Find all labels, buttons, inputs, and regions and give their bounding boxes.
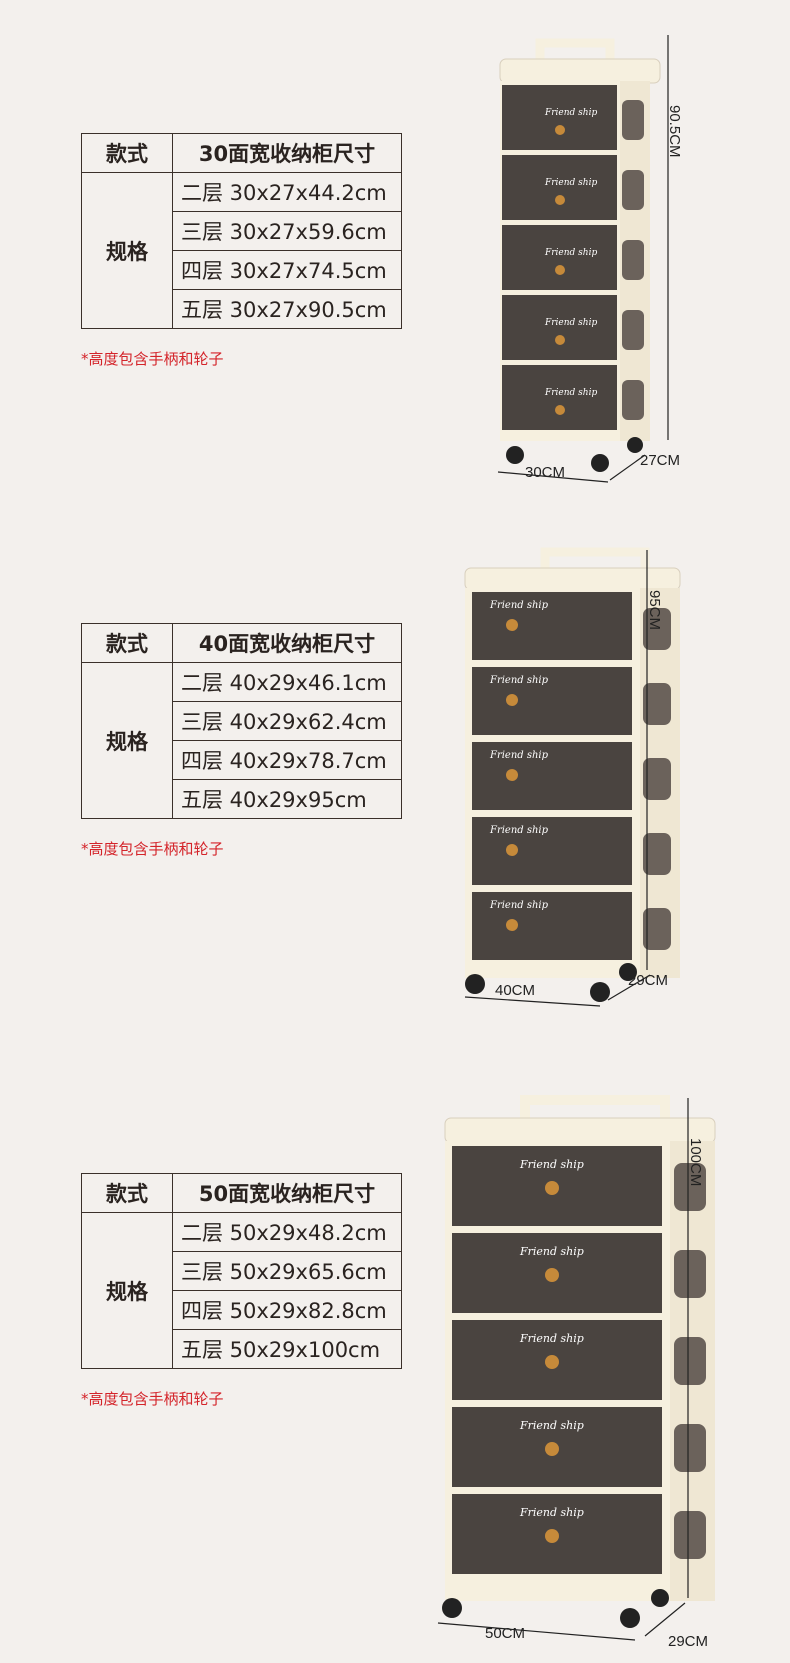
height-dimension: 100CM	[687, 1138, 704, 1186]
spec-row: 五层 30x27x90.5cm	[172, 289, 402, 329]
row-label: 规格	[81, 662, 173, 819]
spec-row: 四层 50x29x82.8cm	[172, 1290, 402, 1330]
brand-label: Friend ship	[489, 600, 549, 611]
spec-table: 款式 30面宽收纳柜尺寸 规格 二层 30x27x44.2cm 三层 30x27…	[81, 133, 402, 329]
header-style: 款式	[81, 1173, 173, 1213]
brand-label: Friend ship	[519, 1332, 584, 1345]
drawers	[452, 1146, 706, 1574]
spec-row: 五层 50x29x100cm	[172, 1329, 402, 1369]
spec-row: 二层 50x29x48.2cm	[172, 1212, 402, 1252]
drawers	[502, 85, 644, 430]
brand-label: Friend ship	[489, 675, 549, 686]
header-size: 40面宽收纳柜尺寸	[172, 623, 402, 663]
cabinet-image-30: Friend ship Friend ship Friend ship Frie…	[497, 35, 683, 483]
drawer-knobs	[555, 125, 565, 415]
spec-row: 四层 40x29x78.7cm	[172, 740, 402, 780]
brand-label: Friend ship	[519, 1245, 584, 1258]
wheels	[465, 963, 637, 1002]
drawer-knobs	[545, 1181, 559, 1543]
width-dimension: 40CM	[495, 982, 535, 999]
header-style: 款式	[81, 623, 173, 663]
section-30: 款式 30面宽收纳柜尺寸 规格 二层 30x27x44.2cm 三层 30x27…	[0, 0, 790, 490]
spec-row: 三层 50x29x65.6cm	[172, 1251, 402, 1291]
brand-label: Friend ship	[544, 108, 597, 118]
height-note: *高度包含手柄和轮子	[81, 350, 224, 368]
brand-label: Friend ship	[489, 750, 549, 761]
brand-label: Friend ship	[489, 900, 549, 911]
header-size: 50面宽收纳柜尺寸	[172, 1173, 402, 1213]
brand-label: Friend ship	[519, 1158, 584, 1171]
brand-label: Friend ship	[544, 388, 597, 398]
spec-table: 款式 40面宽收纳柜尺寸 规格 二层 40x29x46.1cm 三层 40x29…	[81, 623, 402, 819]
spec-row: 四层 30x27x74.5cm	[172, 250, 402, 290]
height-note: *高度包含手柄和轮子	[81, 1390, 224, 1408]
height-dimension: 95CM	[646, 590, 663, 630]
header-size: 30面宽收纳柜尺寸	[172, 133, 402, 173]
cabinet-image-40: Friend ship Friend ship Friend ship Frie…	[464, 547, 681, 1007]
brand-label: Friend ship	[519, 1506, 584, 1519]
depth-dimension: 29CM	[668, 1633, 708, 1650]
width-dimension: 50CM	[485, 1625, 525, 1642]
section-50: 款式 50面宽收纳柜尺寸 规格 二层 50x29x48.2cm 三层 50x29…	[0, 1040, 790, 1660]
row-label: 规格	[81, 1212, 173, 1369]
cabinet-image-50: Friend ship Friend ship Friend ship Frie…	[437, 1095, 716, 1650]
brand-label: Friend ship	[519, 1419, 584, 1432]
brand-label: Friend ship	[544, 248, 597, 258]
spec-row: 五层 40x29x95cm	[172, 779, 402, 819]
section-40: 款式 40面宽收纳柜尺寸 规格 二层 40x29x46.1cm 三层 40x29…	[0, 490, 790, 1030]
spec-row: 三层 40x29x62.4cm	[172, 701, 402, 741]
spec-row: 三层 30x27x59.6cm	[172, 211, 402, 251]
brand-label: Friend ship	[544, 178, 597, 188]
depth-dimension: 27CM	[640, 452, 680, 469]
drawer-knobs	[506, 619, 518, 931]
spec-row: 二层 30x27x44.2cm	[172, 172, 402, 212]
spec-table: 款式 50面宽收纳柜尺寸 规格 二层 50x29x48.2cm 三层 50x29…	[81, 1173, 402, 1369]
header-style: 款式	[81, 133, 173, 173]
row-label: 规格	[81, 172, 173, 329]
spec-row: 二层 40x29x46.1cm	[172, 662, 402, 702]
drawers	[472, 592, 671, 960]
brand-label: Friend ship	[544, 318, 597, 328]
height-note: *高度包含手柄和轮子	[81, 840, 224, 858]
height-dimension: 90.5CM	[666, 105, 683, 158]
wheels	[506, 437, 643, 472]
width-dimension: 30CM	[525, 464, 565, 481]
wheels	[442, 1589, 669, 1628]
depth-dimension: 29CM	[628, 972, 668, 989]
brand-label: Friend ship	[489, 825, 549, 836]
